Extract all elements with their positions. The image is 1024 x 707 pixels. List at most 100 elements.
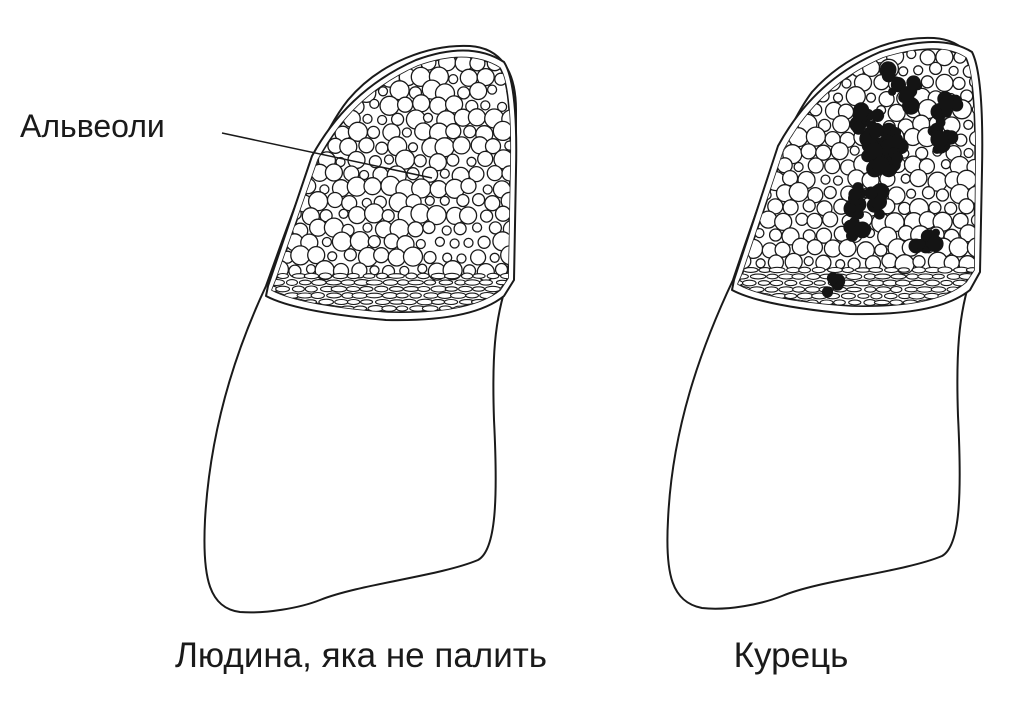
- tar-spot: [853, 102, 870, 119]
- alveolus: [919, 49, 936, 66]
- bronchiole: [417, 285, 431, 293]
- alveolus: [272, 209, 288, 226]
- alveolus: [383, 154, 395, 165]
- alveolus: [274, 57, 295, 76]
- bronchiole: [430, 285, 448, 293]
- alveolus: [504, 140, 511, 151]
- alveolus: [821, 211, 839, 228]
- alveolus: [488, 221, 503, 235]
- bronchiole: [303, 272, 320, 280]
- alveolus: [471, 222, 483, 233]
- alveolus: [321, 236, 333, 248]
- alveolus: [310, 84, 328, 102]
- alveolus: [444, 95, 464, 114]
- bronchiole: [423, 292, 439, 299]
- bronchiole: [846, 286, 862, 293]
- alveolus: [921, 186, 936, 200]
- alveolus: [358, 169, 370, 181]
- alveolus: [484, 138, 502, 155]
- alveolus: [757, 127, 778, 149]
- alveolus: [795, 212, 809, 226]
- bronchiole: [813, 280, 826, 286]
- alveolus: [471, 193, 486, 207]
- tar-spot: [866, 142, 883, 160]
- alveolus: [484, 195, 501, 212]
- bronchiole: [438, 279, 454, 286]
- alveolus: [762, 49, 777, 62]
- alveolus: [768, 228, 783, 242]
- alveolus: [824, 157, 841, 175]
- bronchiole: [857, 293, 870, 299]
- alveolus: [900, 173, 911, 184]
- bronchiole: [365, 279, 383, 286]
- bronchiole: [465, 292, 480, 299]
- alveolus: [363, 177, 382, 196]
- bronchiole: [382, 279, 399, 286]
- alveolus: [347, 205, 367, 225]
- alveolus: [272, 177, 288, 196]
- tar-spot: [821, 286, 834, 298]
- bronchiole: [889, 299, 903, 306]
- bronchiole: [444, 286, 458, 292]
- bronchiole: [796, 292, 814, 300]
- bronchiole: [833, 299, 846, 306]
- bronchiole: [890, 285, 903, 294]
- alveolus: [463, 237, 474, 249]
- bronchiole: [786, 266, 801, 274]
- alveolus: [402, 246, 424, 267]
- bronchiole: [318, 272, 333, 280]
- alveolus: [897, 201, 912, 216]
- bronchiole: [845, 272, 863, 281]
- tar-spot: [871, 108, 885, 122]
- alveolus: [479, 209, 494, 223]
- alveolus: [794, 75, 808, 89]
- alveolus: [338, 208, 349, 219]
- alveolus: [429, 180, 448, 199]
- alveolus: [847, 257, 861, 271]
- bronchiole: [749, 273, 767, 280]
- alveolus: [375, 141, 389, 155]
- alveolus: [446, 153, 460, 167]
- alveolus: [738, 214, 742, 226]
- bronchiole: [868, 267, 884, 273]
- alveolus: [832, 115, 851, 134]
- bronchiole: [868, 279, 885, 287]
- bronchiole: [416, 272, 430, 280]
- alveolus: [782, 199, 799, 216]
- bronchiole: [345, 285, 361, 293]
- alveolus: [747, 188, 758, 199]
- alveolus: [802, 199, 816, 213]
- alveolus: [272, 128, 283, 140]
- bronchiole: [806, 273, 821, 280]
- bronchiole: [443, 298, 459, 306]
- alveolus: [887, 103, 906, 123]
- alveolus: [766, 87, 786, 106]
- alveolus: [815, 227, 833, 244]
- alveolus: [496, 101, 508, 113]
- bronchiole: [486, 272, 500, 280]
- alveolus: [745, 76, 759, 90]
- alveolus: [832, 175, 844, 186]
- alveolus: [738, 89, 753, 106]
- bronchiole: [975, 299, 976, 306]
- alveolus: [909, 168, 928, 188]
- alveolus: [363, 203, 385, 224]
- alveolus: [422, 220, 436, 235]
- bronchiole: [908, 292, 926, 300]
- bronchiole: [917, 273, 934, 280]
- alveolus: [918, 158, 936, 175]
- bronchiole: [460, 272, 474, 280]
- bronchiole: [275, 285, 291, 293]
- bronchiole: [407, 279, 424, 286]
- bronchiole: [365, 292, 383, 299]
- bronchiole: [768, 266, 786, 274]
- tar-spot: [933, 109, 943, 118]
- tar-spot: [939, 96, 955, 112]
- alveolus: [272, 85, 278, 99]
- alveolus: [774, 241, 791, 258]
- alveolus: [755, 258, 766, 269]
- bronchiole: [875, 286, 891, 293]
- bronchiole: [405, 272, 418, 280]
- alveolus: [316, 67, 333, 84]
- alveolus: [469, 81, 488, 101]
